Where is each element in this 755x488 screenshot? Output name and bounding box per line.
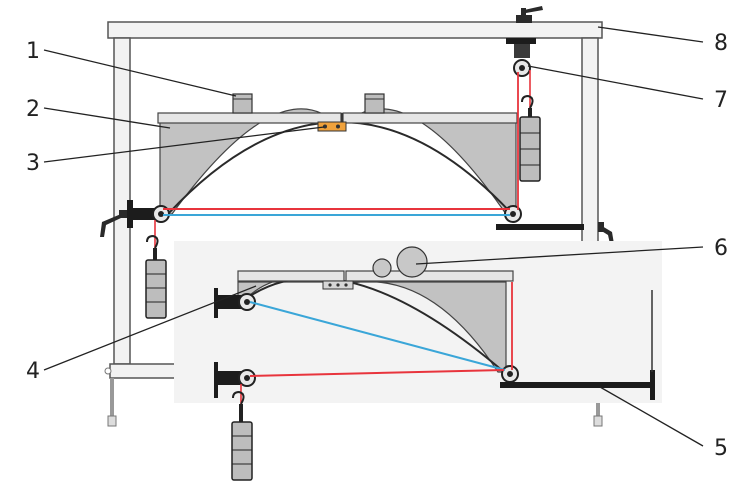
callout-6: 6 [714,236,728,261]
rolling-loads [372,246,428,278]
leader-8 [597,26,704,43]
upper-cables [154,70,531,248]
callout-leaders [43,26,704,447]
callout-4: 4 [26,359,40,384]
top-clamp-handle-icon [506,6,543,58]
frame-top-beam [107,21,603,39]
leader-5 [599,386,704,447]
callout-numbers: 1 2 3 4 5 6 7 8 [26,31,728,461]
small-roller [372,258,392,278]
load-block-left [232,93,253,114]
pulley-icon [513,59,531,77]
upper-left-support [100,200,170,237]
left-clamp-handle-icon [100,210,127,237]
lower-arch [237,270,514,373]
upper-right-plate [342,112,518,124]
hanging-weight-icon [145,234,167,319]
pulley-icon [238,293,256,311]
right-clamp-handle-icon [598,222,614,244]
large-roller [396,246,428,278]
top-load-blocks [232,93,385,114]
hanging-weight-icon [519,94,541,182]
pulley-icon [238,369,256,387]
lower-right-plate [345,270,514,282]
frame-left-foot-bolt [104,367,112,375]
lower-right-support [500,290,655,400]
leader-2 [43,107,171,129]
frame-right-foot-pad [593,415,603,427]
frame-left-foot-pad [107,415,117,427]
callout-7: 7 [714,88,728,113]
callout-8: 8 [714,31,728,56]
pulley-icon [501,365,519,383]
frame-bottom-bar [109,363,177,379]
lower-left-supports [214,288,256,398]
callout-1: 1 [26,39,40,64]
leader-6 [415,246,704,265]
lower-cables [240,282,513,404]
leader-3 [43,126,325,163]
callout-2: 2 [26,97,40,122]
leader-7 [527,65,704,100]
frame-left-foot [110,378,114,418]
crown-hinge-bearing [317,121,347,132]
callout-3: 3 [26,151,40,176]
upper-left-plate [157,112,342,124]
lower-left-plate [237,270,345,282]
hanging-weight-icon [231,390,253,481]
leader-4 [43,285,257,371]
lower-tie-red [249,369,505,377]
sliding-platform [500,382,652,388]
leader-1 [43,49,237,97]
lower-arch-intrados [243,276,505,373]
callout-5: 5 [714,436,728,461]
frame-right-foot [596,390,600,418]
lower-tie-blue [249,301,506,371]
load-block-right [364,93,385,114]
